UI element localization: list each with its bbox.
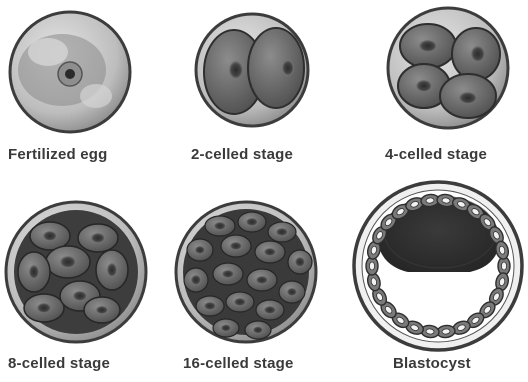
nucleus-icon (37, 303, 51, 313)
two-celled-stage (196, 14, 308, 126)
nucleus-icon (204, 302, 216, 310)
fertilized-egg-label: Fertilized egg (8, 146, 107, 163)
nucleus-icon (471, 46, 485, 62)
nucleus-icon (442, 197, 451, 203)
nucleolus (65, 69, 75, 79)
eight-celled-stage (6, 202, 146, 342)
nucleus-icon (96, 306, 108, 314)
nucleus-icon (419, 40, 437, 52)
cytoplasm-highlight (28, 38, 68, 66)
nucleus-icon (191, 275, 201, 285)
nucleus-icon (459, 92, 477, 104)
nucleus-icon (29, 265, 39, 279)
nucleus-icon (246, 218, 258, 226)
blastomere-right (248, 28, 304, 108)
nucleus-icon (256, 276, 268, 284)
nucleus-icon (43, 231, 57, 241)
blastocyst-label: Blastocyst (393, 355, 471, 372)
nucleus-icon (264, 306, 276, 314)
nucleus-icon (416, 80, 432, 92)
four-celled-stage-label: 4-celled stage (385, 146, 487, 163)
fertilized-egg-stage (10, 12, 130, 132)
four-celled-stage (388, 8, 508, 128)
nucleus-icon (214, 222, 226, 230)
nucleus-icon (234, 298, 246, 306)
nucleus-icon (60, 256, 76, 268)
sixteen-celled-stage-label: 16-celled stage (183, 355, 294, 372)
nucleus-icon (282, 60, 294, 76)
nucleus-icon (276, 228, 288, 236)
nucleus-icon (295, 257, 305, 267)
nucleus-icon (442, 328, 451, 334)
nucleus-icon (369, 262, 374, 270)
sixteen-celled-stage (176, 202, 316, 342)
nucleus-icon (426, 328, 435, 334)
nucleus-icon (107, 263, 117, 277)
nucleus-icon (287, 288, 297, 296)
two-celled-stage-label: 2-celled stage (191, 146, 293, 163)
nucleus-icon (229, 61, 243, 79)
cytoplasm-highlight-2 (80, 84, 112, 108)
nucleus-icon (73, 291, 87, 301)
nucleus-icon (501, 262, 506, 270)
nucleus-icon (426, 197, 435, 203)
blastocyst-stage (354, 182, 522, 350)
nucleus-icon (222, 270, 234, 278)
nucleus-icon (195, 246, 205, 254)
nucleus-icon (264, 248, 276, 256)
nucleus-icon (253, 327, 263, 334)
nucleus-icon (221, 325, 231, 332)
nucleus-icon (91, 233, 105, 243)
eight-celled-stage-label: 8-celled stage (8, 355, 110, 372)
nucleus-icon (230, 242, 242, 250)
